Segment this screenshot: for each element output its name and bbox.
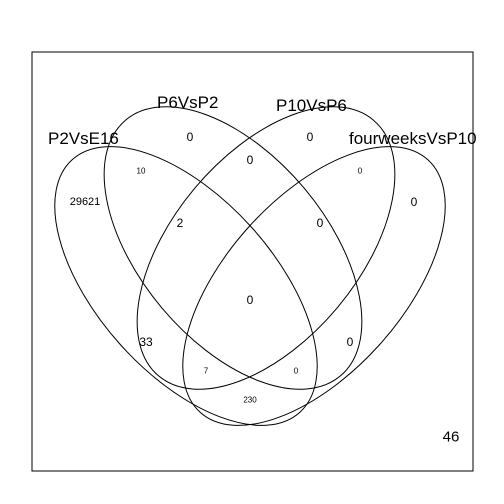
region-count-p6vsp2-fourweeksvsp10: 0 [347,335,354,349]
set-label-p10vsp6: P10VsP6 [276,96,347,115]
region-count-p2vse16-fourweeksvsp10: 230 [243,396,257,405]
set-ellipse-p2vse16 [54,146,318,426]
region-count-only-p2vse16: 29621 [70,196,101,208]
region-count-p2vse16-p6vsp2-p10vsp6: 2 [177,216,184,230]
region-count-p2vse16-p6vsp2: 10 [137,167,146,176]
plot-frame [31,51,474,472]
region-count-p10vsp6-fourweeksvsp10: 0 [358,167,363,176]
set-label-fourweeksvsp10: fourweeksVsP10 [349,129,477,148]
region-count-p2vse16-p10vsp6: 33 [139,335,153,349]
region-count-only-p10vsp6: 0 [307,130,314,144]
region-count-p6vsp2-p10vsp6-fourweeksvsp10: 0 [317,216,324,230]
region-count-only-p6vsp2: 0 [187,130,194,144]
region-count-p2vse16-p10vsp6-fourweeksvsp10: 7 [204,367,209,376]
set-ellipse-p10vsp6 [136,106,396,390]
region-count-only-fourweeksvsp10: 0 [411,195,418,209]
set-label-p2vse16: P2VsE16 [48,129,119,148]
region-count-p6vsp2-p10vsp6: 0 [247,153,254,167]
outside-count: 46 [443,429,460,446]
set-label-p6vsp2: P6VsP2 [157,93,218,112]
region-count-all-four: 0 [247,293,254,307]
region-count-p2vse16-p6vsp2-fourweeksvsp10: 0 [294,367,299,376]
set-ellipse-p6vsp2 [103,106,363,390]
set-ellipse-fourweeksvsp10 [182,146,446,426]
